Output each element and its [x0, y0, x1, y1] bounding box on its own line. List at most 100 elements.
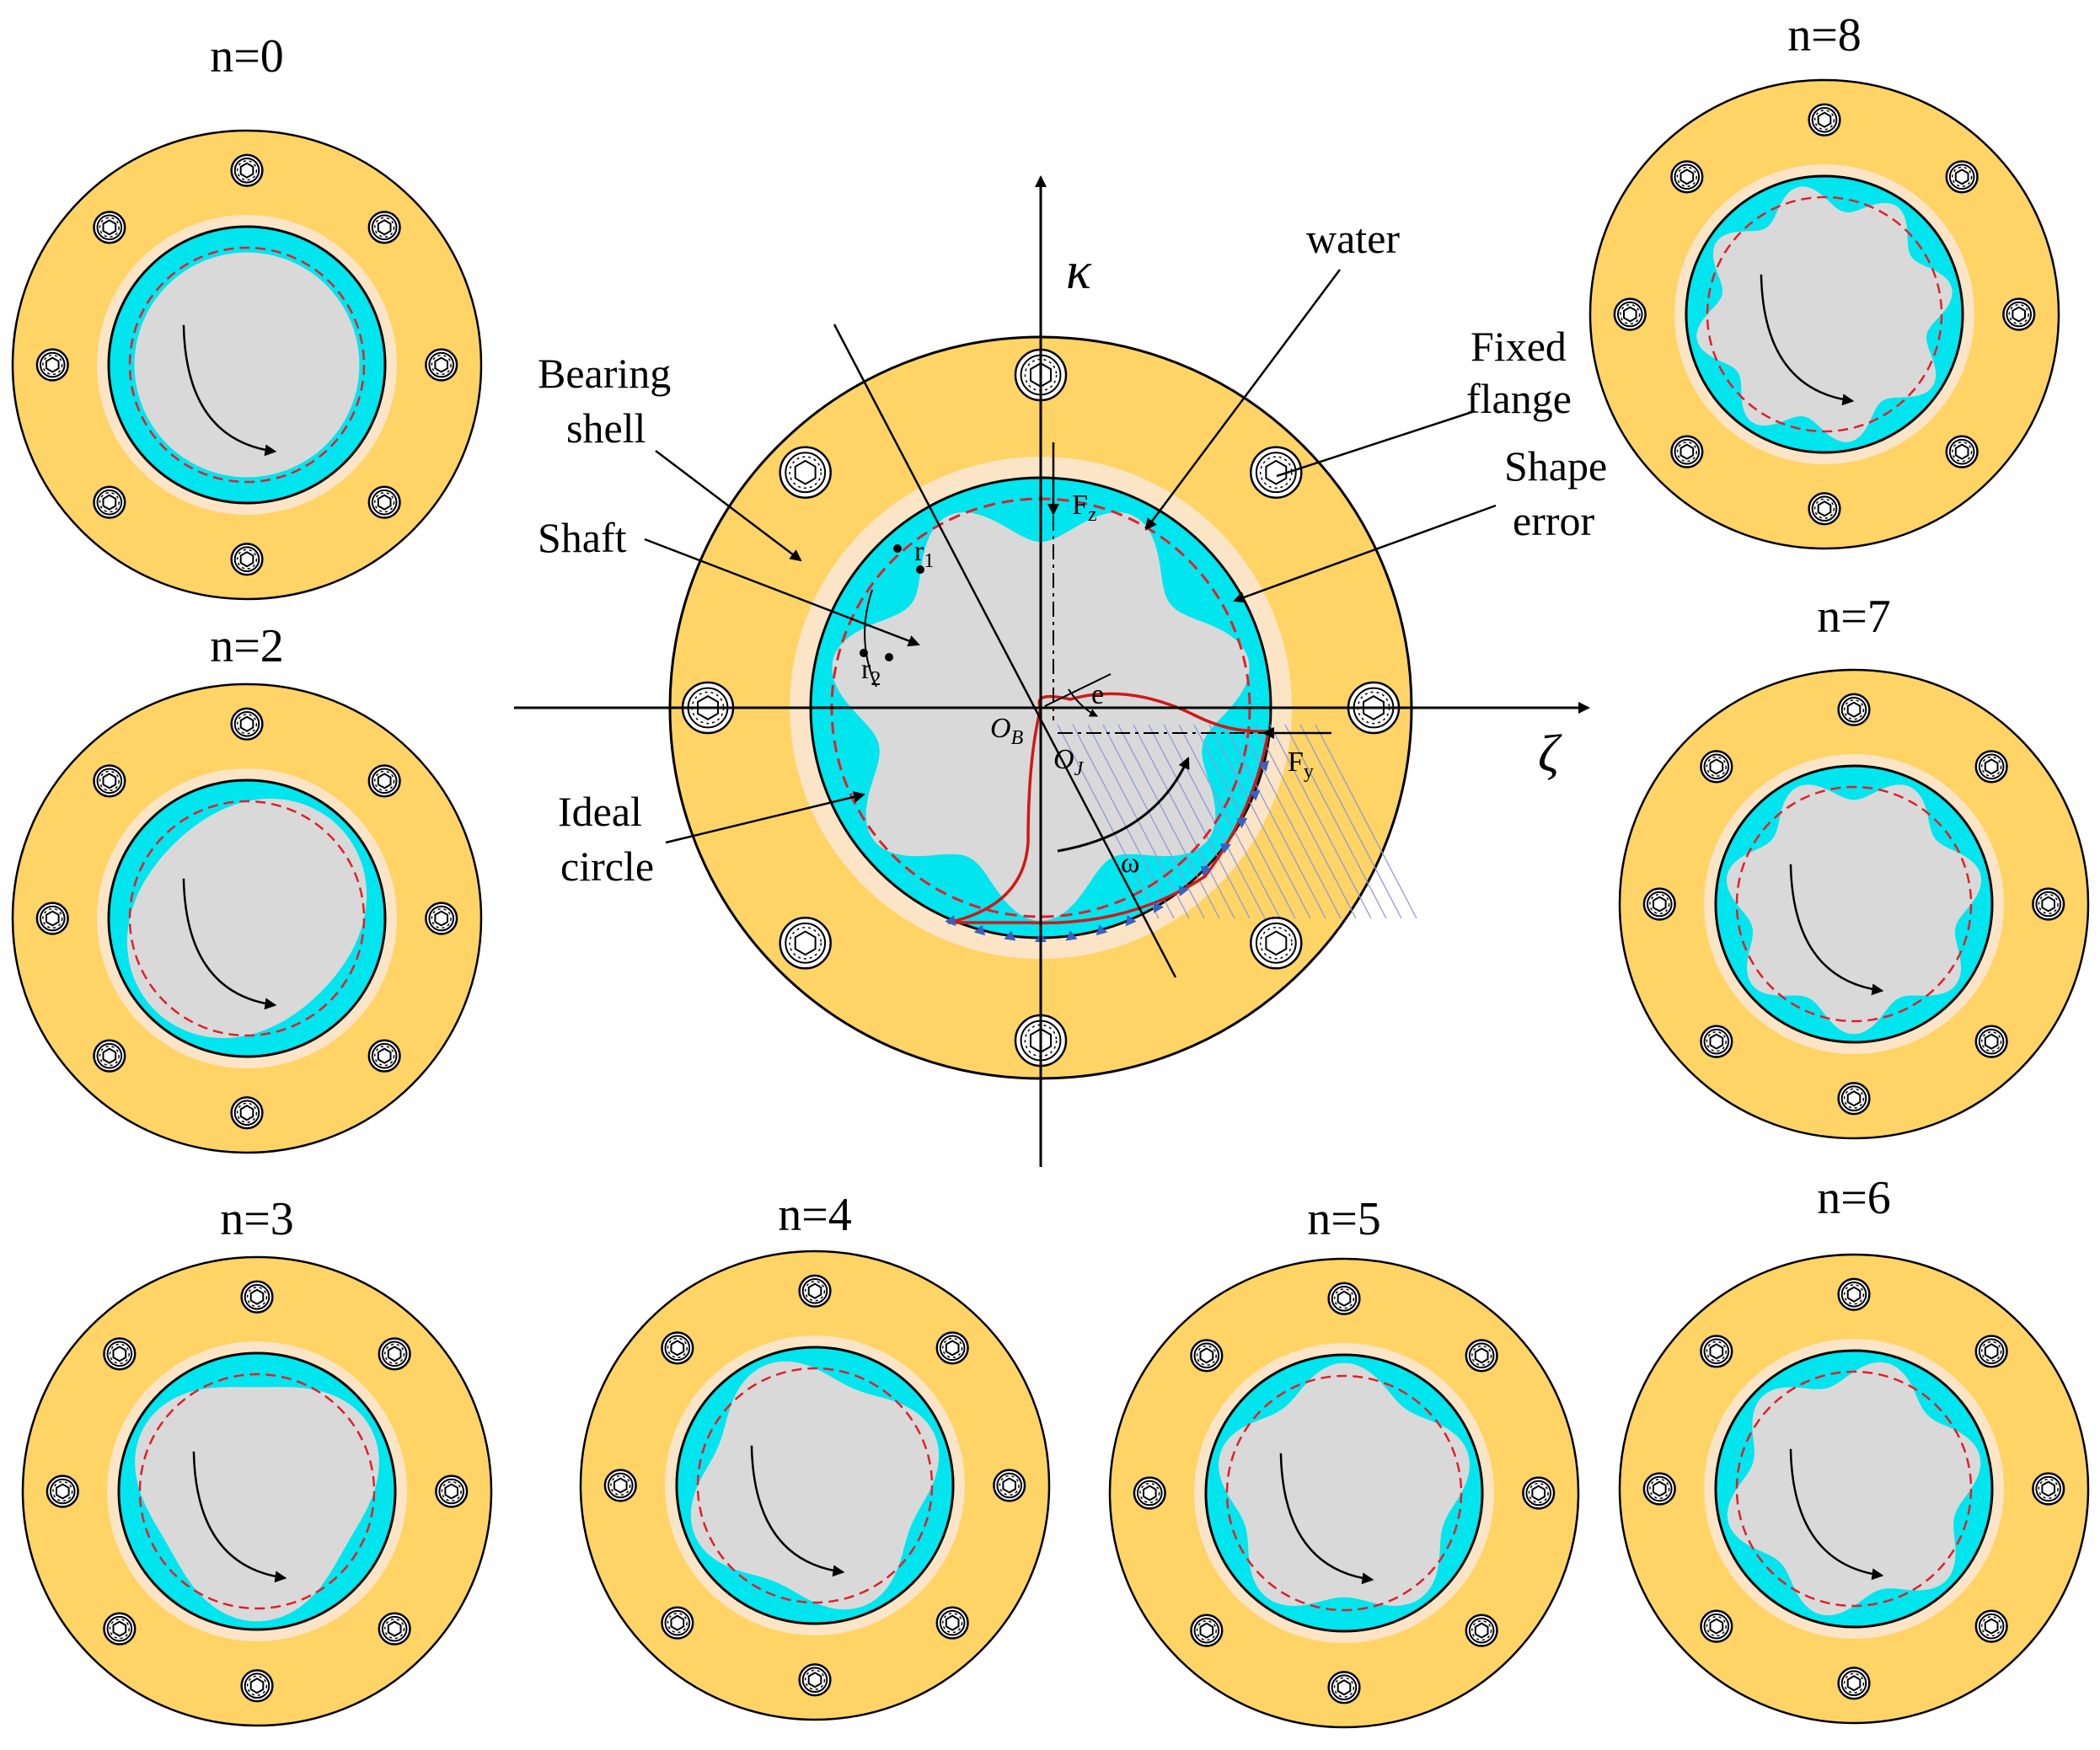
bolt-icon: [935, 1606, 969, 1640]
bolt-icon: [935, 1331, 969, 1365]
bearing-shell-leader: [655, 450, 802, 562]
bolt-icon: [1700, 1025, 1733, 1058]
bolt-icon: [1945, 435, 1979, 468]
ideal-circle: [1735, 1370, 1973, 1608]
bearing-shell-label-line2: shell: [566, 404, 646, 452]
bearing: [579, 1250, 1051, 1721]
shaft: [1696, 186, 1953, 442]
r2-arc: [864, 589, 877, 688]
bolt-icon: [367, 764, 401, 798]
omega-label: ω: [1121, 848, 1139, 879]
fixed-flange-label-line2: flange: [1466, 375, 1572, 422]
bearing: [11, 129, 483, 601]
e-label: e: [1091, 679, 1104, 710]
shape-error-label-line2: error: [1513, 497, 1594, 544]
panel-title: n=5: [1307, 1193, 1381, 1245]
bolt-icon: [425, 348, 458, 382]
bearing: [1588, 78, 2060, 550]
bolt-icon: [93, 211, 126, 244]
bolt-icon: [435, 1474, 469, 1508]
bolt-icon: [1837, 1277, 1871, 1311]
bolt-icon: [798, 1663, 832, 1697]
bolt-icon: [1642, 887, 1676, 921]
bolt-icon: [367, 1039, 401, 1073]
bolt-icon: [1837, 1082, 1871, 1116]
bolt-icon: [1190, 1614, 1224, 1647]
ideal-circle-label-line2: circle: [560, 843, 654, 890]
bearing: [21, 1255, 493, 1727]
shaft: [690, 1361, 940, 1610]
r2-point-b: [885, 653, 893, 661]
bolt-icon: [1465, 1614, 1498, 1647]
rotation-arrow: [192, 1451, 287, 1583]
panel-title: n=7: [1817, 591, 1891, 643]
eccentricity-line: [1044, 673, 1112, 707]
shaft: [134, 252, 360, 478]
zeta-axis-label: ζ: [1538, 725, 1562, 783]
bolt-icon: [1974, 750, 2008, 784]
omega-rotation-arrow: [1057, 757, 1190, 853]
panel-n3: n=3: [21, 1193, 493, 1727]
bolt-icon: [1700, 1335, 1733, 1368]
bolt-icon: [1808, 103, 1841, 136]
bolt-icon: [1250, 446, 1303, 499]
panel-title: n=8: [1787, 9, 1862, 62]
bolt-icon: [1133, 1476, 1166, 1510]
shaft: [1727, 1362, 1981, 1616]
fixed-flange-label-line1: Fixed: [1471, 323, 1567, 370]
bolt-icon: [779, 446, 832, 499]
bolt-icon: [1465, 1339, 1498, 1373]
bolt-icon: [1522, 1476, 1556, 1510]
bolt-icon: [93, 1039, 126, 1073]
ideal-circle: [1706, 195, 1943, 433]
bolt-icon: [1945, 160, 1979, 194]
bolt-icon: [779, 917, 832, 970]
rotation-arrow: [1279, 1453, 1374, 1585]
bolt-icon: [46, 1474, 79, 1508]
bolt-icon: [1642, 1472, 1676, 1506]
bolt-icon: [661, 1606, 694, 1640]
bolt-icon: [1974, 1609, 2008, 1643]
bolt-icon: [103, 1337, 137, 1371]
bolt-icon: [1613, 297, 1647, 331]
panel-title: n=4: [778, 1189, 852, 1241]
water-leader: [1144, 269, 1342, 531]
panel-title: n=0: [210, 30, 284, 83]
bolt-icon: [1837, 693, 1871, 726]
bolt-icon: [230, 1096, 264, 1130]
fz-label: Fz: [1072, 490, 1097, 526]
ideal-circle: [1735, 785, 1973, 1023]
panel-n7: n=7: [1618, 591, 2090, 1140]
fixed-flange-leader: [1276, 409, 1476, 478]
panel-n4: n=4: [579, 1189, 1051, 1721]
bolt-icon: [1327, 1671, 1361, 1705]
rotation-arrow: [182, 878, 277, 1010]
oj-label: OJ: [1053, 744, 1085, 780]
bearing-shell-label-line1: Bearing: [538, 350, 671, 397]
rotation-arrow: [1789, 864, 1884, 996]
bearing: [1108, 1257, 1580, 1729]
bolt-icon: [1670, 435, 1704, 468]
bolt-icon: [993, 1469, 1026, 1502]
rotation-arrow: [182, 324, 277, 457]
ideal-circle-leader: [665, 791, 865, 844]
bearing: [1618, 1253, 2090, 1725]
fy-label: Fy: [1288, 747, 1314, 783]
panel-n5: n=5: [1108, 1193, 1580, 1729]
r1-point-a: [893, 544, 902, 553]
bolt-icon: [1700, 750, 1733, 784]
shaft: [135, 1387, 379, 1622]
bolt-icon: [367, 485, 401, 519]
ideal-circle: [128, 800, 366, 1037]
shape-error-line: [833, 324, 1177, 978]
shape-error-label-line1: Shape: [1504, 442, 1607, 490]
ob-label: OB: [990, 713, 1024, 749]
bolt-icon: [35, 902, 69, 935]
shape-error-leader: [1233, 504, 1497, 603]
bolt-icon: [2002, 297, 2036, 331]
bolt-icon: [240, 1669, 274, 1703]
panel-title: n=2: [210, 620, 284, 672]
